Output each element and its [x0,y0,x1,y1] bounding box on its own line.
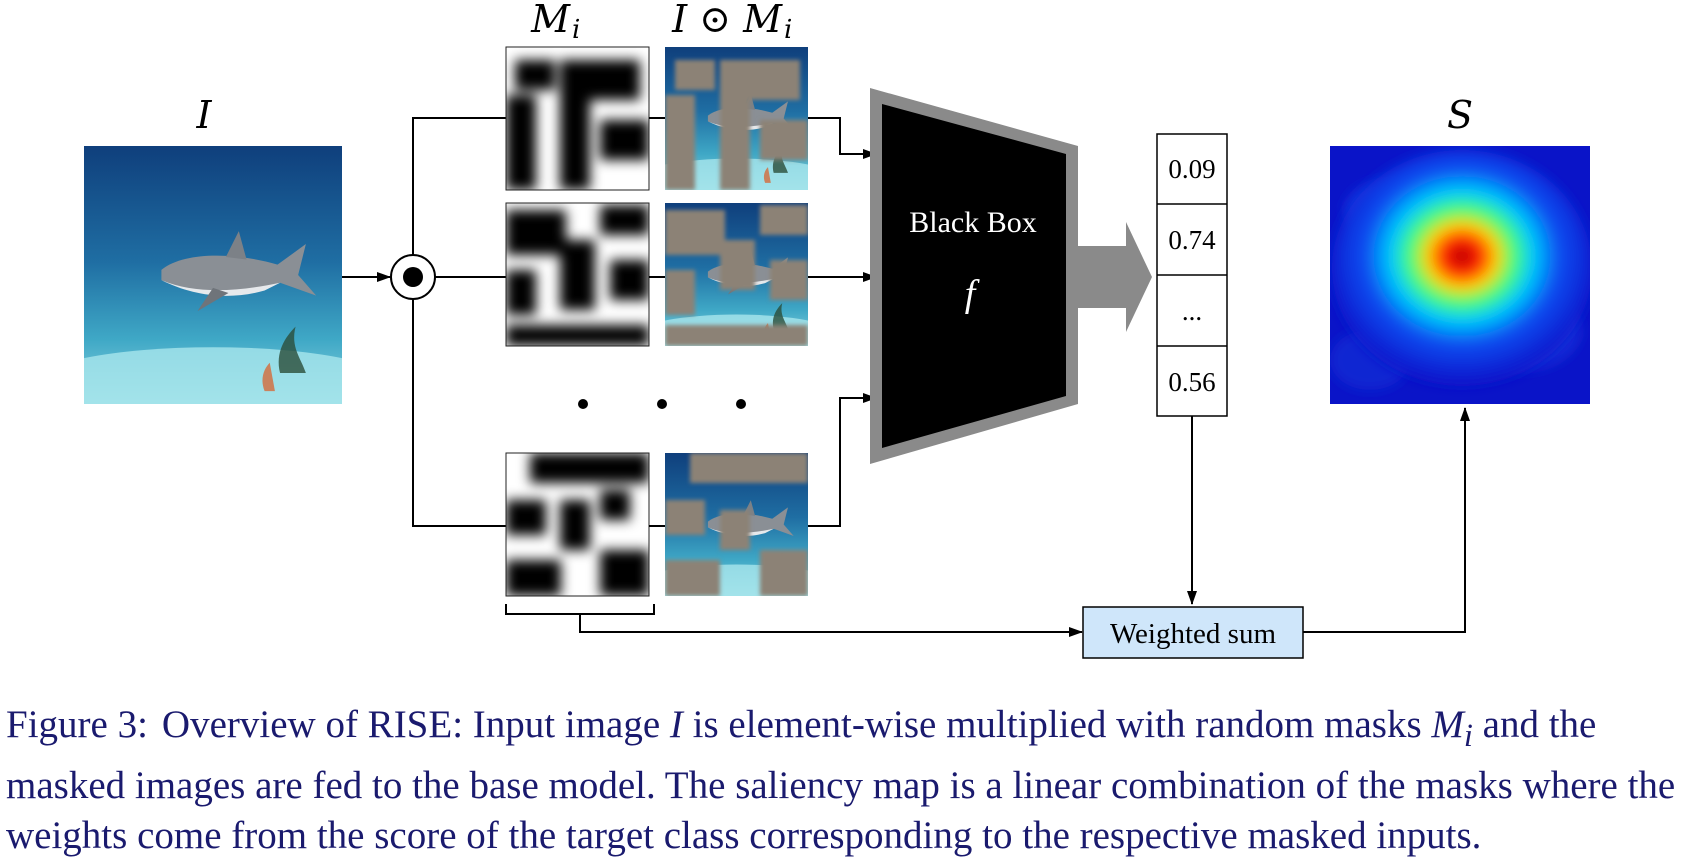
caption-text-3: and the masked images are fed to the bas… [6,703,1676,857]
mask-label-sub: i [572,15,580,45]
weighted-sum-label: Weighted sum [1110,618,1276,650]
saliency-map [1330,146,1590,404]
masks-bracket [505,604,655,615]
masked-image-2 [665,203,808,346]
weighted-sum-box: Weighted sum [1082,606,1304,659]
score-2: 0.74 [1168,225,1216,255]
score-ellipsis: ... [1182,296,1202,326]
masked-image-1 [665,47,808,190]
mask-column-label: M i [530,0,580,45]
mask-label-M: M [530,0,571,41]
masked-label-sub: i [784,15,792,45]
weighted-sum-to-saliency-arrow [1303,407,1470,633]
caption-var-M-sub: i [1463,717,1473,754]
branch-line-bottom [412,299,506,527]
input-image [84,146,342,404]
output-arrow [1078,222,1152,332]
mask-2 [505,202,650,347]
caption-text-2: is element-wise multiplied with random m… [682,703,1432,746]
multiply-node [390,254,436,300]
arrow-masked-n-to-model [808,393,877,527]
masked-label-prefix: I ⊙ M [671,0,783,41]
black-box-title: Black Box [909,206,1037,239]
masked-image-column-label: I ⊙ M i [671,0,792,45]
input-image-label: I [195,93,212,137]
figure-caption: Figure 3: Overview of RISE: Input image I… [6,700,1686,861]
figure-number: Figure 3: [6,703,148,746]
ellipsis-dots [578,399,746,409]
saliency-map-label: S [1447,93,1473,137]
score-n: 0.56 [1168,367,1215,397]
masks-to-weighted-sum-arrow [579,614,1083,637]
caption-var-M: M [1431,703,1464,746]
mask-n [505,452,650,597]
masked-image-n [665,453,808,596]
caption-var-I: I [669,703,683,746]
arrow-masked-1-to-model [808,117,877,159]
black-box-model: Black Box f [870,88,1078,464]
branch-line-top [412,117,506,255]
scores-vector: 0.09 0.74 ... 0.56 [1156,133,1228,417]
score-1: 0.09 [1168,154,1215,184]
caption-text-1: Overview of RISE: Input image [161,703,670,746]
mask-1 [505,46,650,191]
